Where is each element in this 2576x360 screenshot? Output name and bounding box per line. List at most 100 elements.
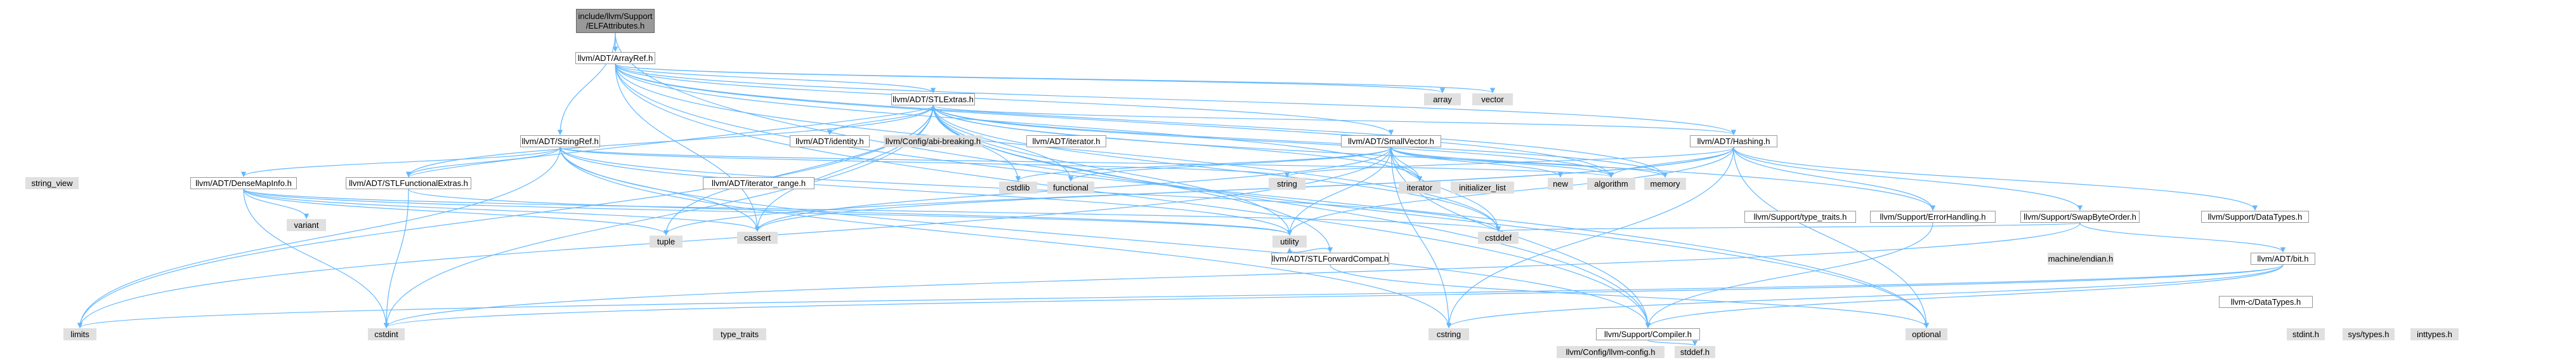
edge-smallvector-to-cstddef (1390, 147, 1501, 232)
edge-smallvector-to-limits (77, 147, 1392, 328)
edge-densemapinfo-to-utility (243, 189, 1292, 236)
node-compiler[interactable]: llvm/Support/Compiler.h (1596, 328, 1700, 340)
edge-stlextras-to-optional (932, 105, 1930, 328)
node-cassert: cassert (737, 232, 778, 244)
node-initializer-list: initializer_list (1451, 182, 1514, 194)
root-node-label-line1: include/llvm/Support (578, 11, 653, 21)
edge-stlextras-to-hashing (932, 105, 1736, 135)
edge-bit-to-limits (77, 264, 2284, 328)
edge-stringref-to-stlfunctional (405, 147, 561, 177)
edge-stlextras-to-cstddef (932, 105, 1501, 232)
edge-arrayref-to-iterator (615, 63, 1423, 182)
edge-densemapinfo-to-cassert (243, 189, 761, 232)
node-cstdint: cstdint (368, 328, 405, 340)
edge-arrayref-to-memory (615, 63, 1668, 178)
edge-smallvector-to-new (1390, 147, 1564, 178)
edge-bit-to-cstdint (384, 264, 2284, 328)
edge-stringref-to-densemapinfo (240, 147, 561, 177)
node-type-traits-h[interactable]: llvm/Support/type_traits.h (1744, 211, 1856, 223)
edge-compiler-to-stddef (1647, 340, 1698, 346)
edge-stlfunctional-to-stlextras (408, 105, 936, 178)
edge-densemapinfo-to-variant (243, 189, 310, 219)
node-cstddef: cstddef (1478, 232, 1519, 244)
edge-arrayref-to-hashing (615, 63, 1736, 135)
node-tuple: tuple (650, 236, 683, 248)
edge-hashing-to-errorhandling (1733, 147, 1936, 211)
node-new: new (1548, 178, 1573, 190)
edge-arrayref-to-cstddef (615, 63, 1501, 232)
edge-stlextras-to-errorhandling (932, 105, 1936, 211)
node-abi-breaking: llvm/Config/abi-breaking.h (884, 135, 983, 147)
edge-arrayref-to-compiler (615, 63, 1651, 328)
node-stlforward[interactable]: llvm/ADT/STLForwardCompat.h (1271, 253, 1389, 265)
node-arrayref[interactable]: llvm/ADT/ArrayRef.h (575, 52, 655, 64)
node-variant: variant (287, 219, 326, 231)
node-errorhandling[interactable]: llvm/Support/ErrorHandling.h (1870, 211, 1996, 223)
edge-root-node-elfattributes-to-stringref (557, 32, 616, 135)
edge-stringref-to-limits (77, 147, 561, 328)
edge-arrayref-to-stlextras (615, 63, 936, 93)
edge-stlforward-to-utility (1286, 248, 1331, 253)
edge-stlextras-to-tuple (663, 105, 934, 236)
node-swapbyteorder[interactable]: llvm/Support/SwapByteOrder.h (2020, 211, 2140, 223)
node-llvm-config: llvm/Config/llvm-config.h (1557, 346, 1664, 358)
edge-densemapinfo-to-cstdint (243, 189, 389, 328)
edge-stringref-to-utility (559, 147, 1293, 236)
node-densemapinfo[interactable]: llvm/ADT/DenseMapInfo.h (190, 177, 297, 189)
edge-smallvector-to-memory (1390, 147, 1668, 178)
node-string: string (1269, 178, 1305, 190)
node-hashing[interactable]: llvm/ADT/Hashing.h (1690, 135, 1777, 147)
edge-stlextras-to-functional (932, 105, 1074, 182)
edge-hashing-to-tuple (663, 147, 1734, 236)
node-cstdlib: cstdlib (999, 182, 1037, 194)
edge-errorhandling-to-compiler (1645, 222, 1933, 328)
node-stddef: stddef.h (1675, 346, 1715, 358)
edge-stlextras-to-memory (932, 105, 1668, 178)
node-limits: limits (63, 328, 96, 340)
edge-stlfunctional-to-utility (408, 189, 1292, 236)
node-array: array (1424, 93, 1461, 105)
node-iterator: iterator (1399, 182, 1441, 194)
edge-smallvector-to-iterator (1390, 147, 1423, 182)
edge-hashing-to-algorithm (1608, 147, 1734, 178)
edge-densemapinfo-to-tuple (243, 189, 669, 236)
edge-stringref-to-cstring (559, 147, 1452, 328)
node-iterator-range[interactable]: llvm/ADT/iterator_range.h (703, 177, 814, 189)
edge-arrayref-to-optional (615, 63, 1930, 328)
edge-bit-to-compiler (1645, 264, 2284, 328)
edge-stlextras-to-utility (932, 105, 1293, 236)
node-identity[interactable]: llvm/ADT/identity.h (790, 135, 870, 147)
edge-hashing-to-string (1285, 147, 1734, 178)
node-c-datatypes[interactable]: llvm-c/DataTypes.h (2219, 296, 2313, 308)
node-stlextras[interactable]: llvm/ADT/STLExtras.h (891, 93, 975, 105)
node-datatypes[interactable]: llvm/Support/DataTypes.h (2201, 211, 2309, 223)
edge-smallvector-to-utility (1286, 147, 1392, 236)
edge-arrayref-to-algorithm (615, 63, 1614, 178)
node-machine-endian: machine/endian.h (2048, 253, 2114, 265)
edge-smallvector-to-functional (1068, 147, 1392, 182)
node-optional: optional (1906, 328, 1947, 340)
edge-smallvector-to-cstring (1390, 147, 1452, 328)
node-stringref[interactable]: llvm/ADT/StringRef.h (520, 135, 600, 147)
node-stlfunctional[interactable]: llvm/ADT/STLFunctionalExtras.h (346, 177, 471, 189)
edge-stlextras-to-cstdint (383, 105, 934, 328)
edge-hashing-to-datatypes (1733, 147, 2258, 211)
node-smallvector[interactable]: llvm/ADT/SmallVector.h (1341, 135, 1441, 147)
edge-densemapinfo-to-cstddef (243, 189, 1501, 232)
edge-hashing-to-swapbyteorder (1733, 147, 2083, 211)
edge-stlextras-to-limits (77, 105, 934, 328)
root-node-elfattributes: include/llvm/Support /ELFAttributes.h (576, 9, 655, 33)
node-cstring: cstring (1429, 328, 1469, 340)
node-bit[interactable]: llvm/ADT/bit.h (2251, 253, 2315, 265)
edge-smallvector-to-cstdlib (1015, 147, 1392, 182)
node-adt-iterator[interactable]: llvm/ADT/iterator.h (1026, 135, 1106, 147)
edge-stlextras-to-identity (827, 105, 934, 135)
edge-smallvector-to-compiler (1390, 147, 1651, 328)
edge-stlextras-to-algorithm (932, 105, 1614, 178)
edge-root-node-elfattributes-to-compiler (615, 32, 1651, 328)
root-node-label-line2: /ELFAttributes.h (585, 21, 645, 30)
node-utility: utility (1272, 236, 1307, 248)
edge-stlfunctional-to-cstdint (383, 189, 409, 328)
